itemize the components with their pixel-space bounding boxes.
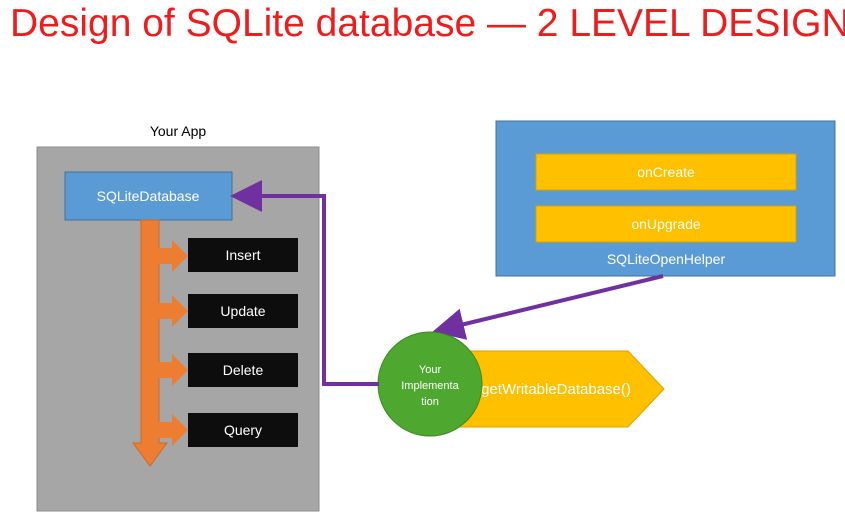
- oncreate-label: onCreate: [637, 164, 695, 180]
- insert-arrow: [150, 240, 188, 272]
- query-arrow: [150, 414, 188, 446]
- update-label: Update: [220, 303, 265, 319]
- sqliteopenhelper-label: SQLiteOpenHelper: [607, 251, 726, 267]
- implementation-line-2: Implementa: [401, 380, 459, 392]
- implementation-line-1: Your: [419, 364, 442, 376]
- delete-arrow: [150, 354, 188, 386]
- sqlitedatabase-label: SQLiteDatabase: [97, 188, 200, 204]
- query-label: Query: [224, 422, 262, 438]
- onupgrade-box: [535, 205, 797, 243]
- sqliteopenhelper-box: [495, 120, 836, 277]
- onupgrade-label: onUpgrade: [631, 216, 700, 232]
- app-label: Your App: [150, 123, 207, 139]
- getwritabledatabase-label: getWritableDatabase(): [481, 381, 631, 398]
- page-title: Design of SQLite database — 2 LEVEL DESI…: [10, 2, 845, 45]
- operations-group: Insert Update Delete Query: [150, 238, 298, 447]
- helper-to-implementation-arrow: [432, 274, 664, 340]
- insert-label: Insert: [225, 247, 260, 263]
- update-box: [188, 294, 298, 328]
- update-arrow: [150, 295, 188, 327]
- delete-box: [188, 353, 298, 387]
- delete-label: Delete: [223, 362, 264, 378]
- implementation-to-database-arrow: [230, 180, 379, 386]
- implementation-line-3: tion: [421, 396, 439, 408]
- insert-box: [188, 238, 298, 272]
- query-box: [188, 413, 298, 447]
- sqlitedatabase-box: [64, 171, 233, 221]
- oncreate-box: [535, 153, 797, 191]
